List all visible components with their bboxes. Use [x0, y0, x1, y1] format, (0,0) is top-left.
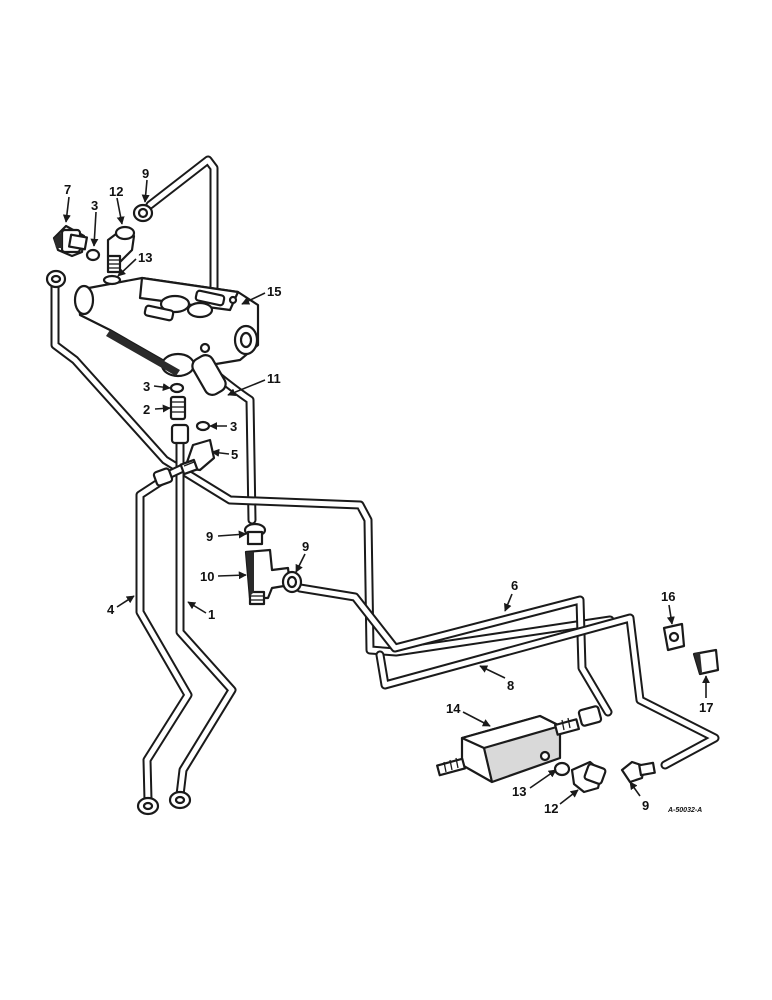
nut-9-top: [132, 203, 154, 223]
callout-3-right: 3: [230, 419, 237, 434]
pipe-4: [135, 475, 193, 805]
o-ring-3-mid: [169, 382, 185, 394]
pipe-end-nut-1: [168, 790, 192, 810]
clip-17: [692, 648, 720, 676]
callout-9-block: 9: [642, 798, 649, 813]
elbow-fitting-7: [52, 224, 89, 258]
callout-6: 6: [511, 578, 518, 593]
block-nipple-right: [553, 717, 581, 736]
callout-4: 4: [107, 602, 115, 617]
callout-8: 8: [507, 678, 514, 693]
pipe-end-nut-4: [136, 796, 160, 816]
elbow-fitting-12-top: [106, 225, 136, 274]
callout-3-top: 3: [91, 198, 98, 213]
callout-labels: 7 3 12 9 13 15 11 3 2 3 5 9 9 10 6 4 1 1…: [64, 166, 713, 816]
callout-14: 14: [446, 701, 461, 716]
drawing-code: A-50032-A: [667, 807, 702, 814]
callout-12-block: 12: [544, 801, 558, 816]
pipe-left-long: [50, 275, 615, 657]
pipe-9-top: [145, 155, 219, 297]
callout-15: 15: [267, 284, 281, 299]
nut-pipe-1: [170, 423, 190, 445]
leader-lines: [62, 179, 710, 805]
callout-1: 1: [208, 607, 215, 622]
control-valve-body: [73, 276, 260, 396]
callout-3-mid: 3: [143, 379, 150, 394]
elbow-5: [179, 438, 216, 476]
block-nipple-left: [436, 757, 466, 777]
o-ring-13-block: [553, 761, 571, 777]
o-ring-3-right: [195, 420, 211, 432]
callout-13-top: 13: [138, 250, 152, 265]
callout-17: 17: [699, 700, 713, 715]
callout-9-top: 9: [142, 166, 149, 181]
callout-5: 5: [231, 447, 238, 462]
nut-pipe-4: [152, 467, 174, 487]
callout-11: 11: [267, 371, 281, 386]
callout-7: 7: [64, 182, 71, 197]
callout-10: 10: [200, 569, 214, 584]
elbow-12-block: [570, 760, 607, 794]
callout-2: 2: [143, 402, 150, 417]
callout-16: 16: [661, 589, 675, 604]
o-ring-3-top: [85, 248, 101, 262]
pipe-6: [295, 583, 613, 717]
clip-16: [662, 622, 686, 652]
callout-12-top: 12: [109, 184, 123, 199]
callout-9-tee: 9: [206, 529, 213, 544]
adapter-2: [169, 395, 187, 421]
callout-13-block: 13: [512, 784, 526, 799]
nut-9-tee: [243, 522, 267, 546]
nut-pipe-6: [577, 705, 603, 727]
nut-9-block: [620, 760, 656, 784]
o-ring-13-top: [102, 274, 122, 286]
callout-9-tee-side: 9: [302, 539, 309, 554]
pipe-8: [375, 613, 720, 770]
pipe-1: [175, 435, 237, 800]
pipe-end-nut-left: [45, 269, 67, 289]
valve-block-14: [460, 714, 562, 784]
nut-9-tee-side: [281, 570, 303, 594]
